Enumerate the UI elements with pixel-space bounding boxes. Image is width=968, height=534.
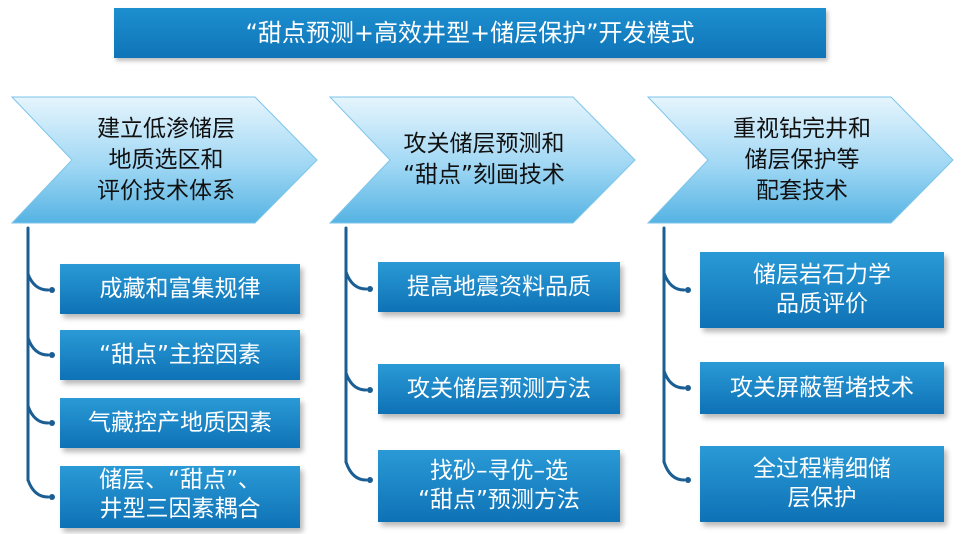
column-2-header: 攻关储层预测和 “甜点”刻画技术	[403, 131, 565, 188]
column-2-item-1: 提高地震资料品质	[378, 262, 620, 312]
column-1-item-2: “甜点”主控因素	[60, 330, 300, 380]
column-1-header: 建立低渗储层 地质选区和 评价技术体系	[97, 115, 235, 204]
column-2-item-2: 攻关储层预测方法	[378, 364, 620, 414]
chevron-shape-2	[328, 96, 636, 224]
column-3-item-2: 攻关屏蔽暂堵技术	[700, 362, 944, 414]
chevron-shape-3	[646, 96, 954, 224]
column-2-item-3: 找砂–寻优–选 “甜点”预测方法	[378, 450, 620, 522]
column-1-item-3: 气藏控产地质因素	[60, 398, 300, 448]
column-3-header: 重视钻完井和 储层保护等 配套技术	[733, 115, 871, 204]
column-1-item-1: 成藏和富集规律	[60, 264, 300, 314]
column-3-item-3: 全过程精细储 层保护	[700, 446, 944, 522]
column-1-item-4: 储层、“甜点”、 井型三因素耦合	[60, 466, 300, 528]
diagram-title: “甜点预测+高效井型+储层保护”开发模式	[114, 8, 826, 58]
column-3-item-1: 储层岩石力学 品质评价	[700, 252, 944, 328]
chevron-shape-1	[10, 96, 318, 224]
